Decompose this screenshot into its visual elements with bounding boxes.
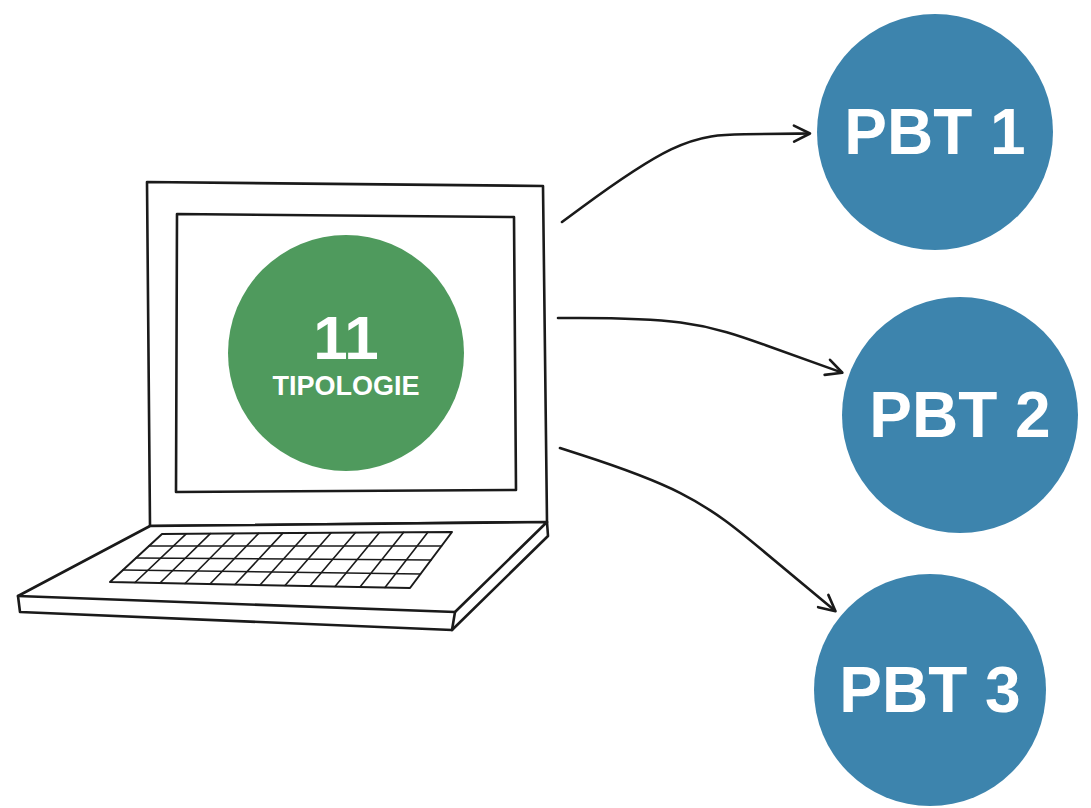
flow-arrow <box>560 448 835 611</box>
key-column <box>385 532 428 587</box>
key-column <box>285 533 331 586</box>
target-circle: PBT 3 <box>814 574 1046 806</box>
circle-label: PBT 3 <box>839 658 1020 722</box>
laptop-base-side <box>452 522 548 630</box>
key-column <box>310 533 355 586</box>
circle-sublabel: TIPOLOGIE <box>272 373 419 400</box>
key-column <box>260 533 307 585</box>
key-column <box>360 532 404 587</box>
laptop-frame <box>147 182 547 526</box>
key-column <box>235 533 283 584</box>
laptop-screen <box>176 214 516 492</box>
laptop-base <box>18 522 547 612</box>
circle-label: PBT 2 <box>869 383 1050 447</box>
circle-label: 11 <box>313 307 379 369</box>
key-column <box>185 534 235 584</box>
flow-arrow <box>562 133 809 222</box>
target-circle: PBT 2 <box>842 297 1078 533</box>
laptop-base-edge <box>18 596 455 630</box>
category-circle: 11TIPOLOGIE <box>228 235 464 471</box>
circle-label: PBT 1 <box>844 100 1025 164</box>
key-column <box>210 533 259 584</box>
key-column <box>335 533 380 587</box>
flow-arrow <box>558 318 841 372</box>
key-column <box>135 534 186 583</box>
key-column <box>160 534 210 583</box>
keyboard <box>110 532 452 588</box>
target-circle: PBT 1 <box>817 14 1053 250</box>
